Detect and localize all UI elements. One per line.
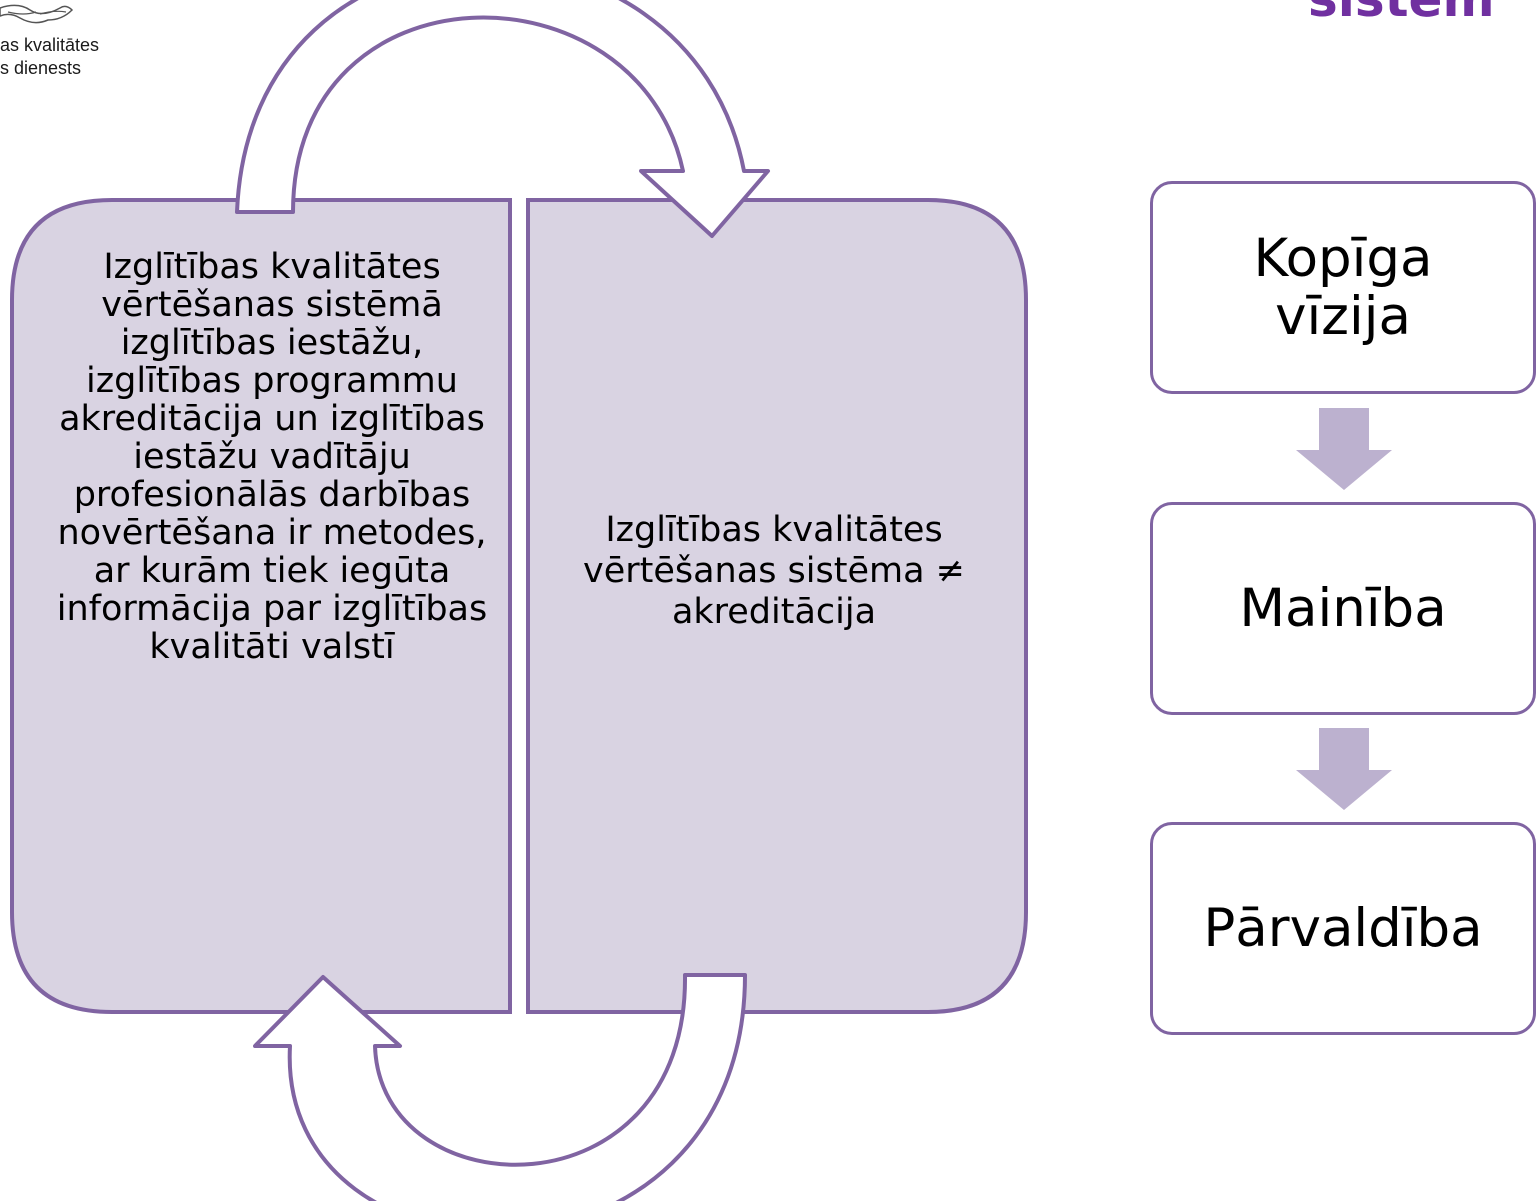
bottom-cycle-arrow <box>253 973 747 1201</box>
right-panel <box>526 198 1028 1014</box>
flow-step-governance: Pārvaldība <box>1150 822 1536 1035</box>
slide-title-fragment: sistēm <box>1308 0 1495 28</box>
logo-line-2: s dienests <box>0 58 82 78</box>
down-arrow-icon <box>1296 408 1392 490</box>
flow-step-shared-vision: Kopīga vīzija <box>1150 181 1536 394</box>
flow-step-label: Pārvaldība <box>1203 897 1483 959</box>
down-arrow-icon <box>1296 728 1392 810</box>
left-panel <box>10 198 512 1014</box>
flow-step-label: Kopīga vīzija <box>1253 227 1433 347</box>
right-panel-text: Izglītības kvalitātes vērtēšanas sistēma… <box>582 510 965 632</box>
left-panel-text: Izglītības kvalitātes vērtēšanas sistēmā… <box>56 247 488 667</box>
logo-line-1: as kvalitātes <box>0 35 100 55</box>
logo-text: as kvalitātes s dienests <box>0 34 99 80</box>
flow-step-label: Mainība <box>1239 577 1447 639</box>
top-cycle-arrow <box>235 0 770 238</box>
flow-step-variability: Mainība <box>1150 502 1536 715</box>
coat-of-arms-logo <box>0 4 74 24</box>
